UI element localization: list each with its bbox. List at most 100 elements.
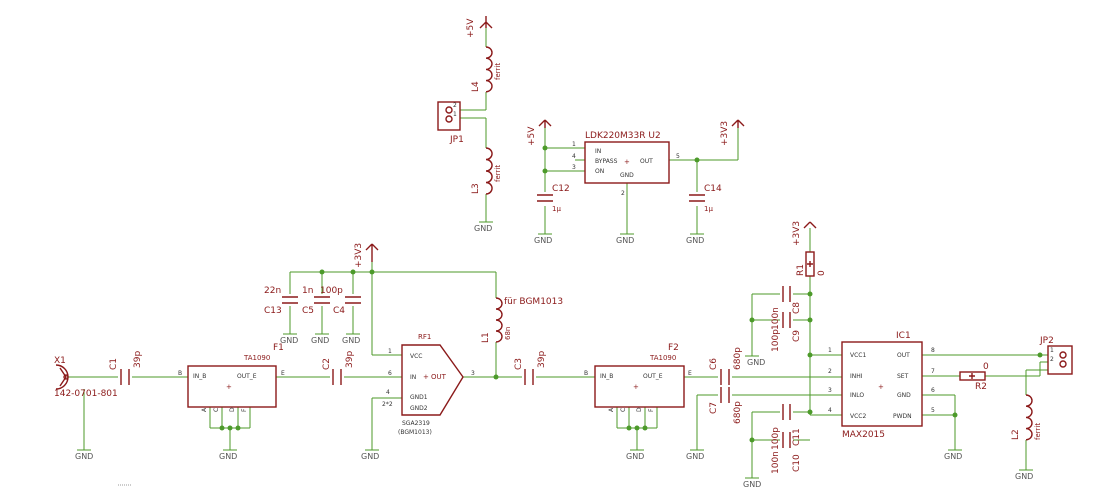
svg-text:+5V: +5V <box>466 18 476 38</box>
svg-text:1: 1 <box>388 348 392 355</box>
svg-text:R1: R1 <box>796 264 806 276</box>
wires <box>68 22 1048 478</box>
connector-x1: X1 142-0701-801 <box>54 356 118 399</box>
svg-text:E: E <box>688 370 692 377</box>
svg-text:+: + <box>226 383 232 391</box>
svg-text:C4: C4 <box>333 306 345 316</box>
svg-text:L1: L1 <box>481 332 491 343</box>
svg-text:1: 1 <box>1050 347 1054 354</box>
svg-text:F: F <box>648 408 655 412</box>
svg-text:TA1090: TA1090 <box>243 354 270 362</box>
svg-text:LDK220M33R U2: LDK220M33R U2 <box>585 131 661 141</box>
svg-text:3: 3 <box>828 387 832 394</box>
svg-text:SET: SET <box>897 373 909 380</box>
svg-text:GND: GND <box>686 236 704 245</box>
svg-text:GND1: GND1 <box>410 394 428 401</box>
svg-text:0: 0 <box>817 270 827 276</box>
svg-text:142-0701-801: 142-0701-801 <box>54 389 118 399</box>
svg-text:INHI: INHI <box>850 373 863 380</box>
svg-text:D: D <box>636 407 643 412</box>
svg-text:C10: C10 <box>792 454 802 472</box>
svg-text:C11: C11 <box>792 428 802 446</box>
svg-text:2: 2 <box>828 368 832 375</box>
svg-text:+: + <box>423 373 429 381</box>
svg-text:GND: GND <box>616 236 634 245</box>
svg-text:L4: L4 <box>471 81 481 92</box>
svg-text:C6: C6 <box>709 358 719 370</box>
svg-text:C13: C13 <box>264 306 282 316</box>
svg-text:D: D <box>229 407 236 412</box>
supply-5v-ldo: +5V <box>527 119 552 146</box>
svg-text:4: 4 <box>828 407 832 414</box>
svg-text:B: B <box>584 370 588 377</box>
svg-text:GND: GND <box>342 336 360 345</box>
capacitor-c8: C8 100n <box>771 286 802 330</box>
svg-text:680p: 680p <box>733 401 743 424</box>
svg-text:+3V3: +3V3 <box>354 243 364 268</box>
capacitor-c12: C12 1µ <box>537 184 570 213</box>
svg-text:OUT: OUT <box>431 373 447 381</box>
svg-text:100p: 100p <box>320 286 343 296</box>
inductor-l3: L3 ferrit <box>471 147 502 195</box>
svg-text:X1: X1 <box>54 356 66 366</box>
svg-text:R2: R2 <box>975 382 987 392</box>
supply-5v-jp1: +5V <box>466 16 493 38</box>
resistor-r1: R1 0 <box>796 251 827 277</box>
svg-text:C14: C14 <box>704 184 722 194</box>
svg-text:TA1090: TA1090 <box>649 354 676 362</box>
capacitor-c6: C6 680p <box>709 347 743 385</box>
svg-text:4: 4 <box>386 389 390 396</box>
inductor-l2: L2 ferrit <box>1011 394 1042 441</box>
svg-text:JP2: JP2 <box>1039 336 1054 346</box>
svg-text:C3: C3 <box>514 358 524 370</box>
svg-text:22n: 22n <box>264 286 281 296</box>
svg-text:GND: GND <box>620 172 634 179</box>
svg-text:B: B <box>178 370 182 377</box>
capacitor-c3: C3 39p <box>514 351 547 385</box>
svg-text:E: E <box>281 370 285 377</box>
capacitor-c4: 100p C4 <box>320 286 361 316</box>
svg-text:GND: GND <box>75 452 93 461</box>
svg-text:IN_B: IN_B <box>600 373 613 380</box>
svg-text:GND: GND <box>944 452 962 461</box>
svg-text:6: 6 <box>931 387 935 394</box>
svg-text:GND: GND <box>474 224 492 233</box>
svg-text:F: F <box>241 408 248 412</box>
svg-text:ferrit: ferrit <box>1034 423 1042 440</box>
svg-text:RF1: RF1 <box>418 333 431 341</box>
svg-text:SGA2319: SGA2319 <box>402 420 430 427</box>
svg-text:ferrit: ferrit <box>494 165 502 182</box>
svg-text:680p: 680p <box>733 347 743 370</box>
svg-text:GND: GND <box>219 452 237 461</box>
svg-text:3: 3 <box>471 370 475 377</box>
svg-text:IN: IN <box>410 374 416 381</box>
svg-text:BYPASS: BYPASS <box>595 158 618 165</box>
svg-text:L2: L2 <box>1011 429 1021 440</box>
svg-text:GND: GND <box>743 480 761 489</box>
filter-f1: F1 TA1090 IN_B OUT_E + B E A C D F <box>178 343 285 412</box>
svg-text:L3: L3 <box>471 183 481 194</box>
svg-text:C7: C7 <box>709 402 719 414</box>
svg-text:GND: GND <box>534 236 552 245</box>
svg-text:MAX2015: MAX2015 <box>842 430 885 440</box>
svg-text:+3V3: +3V3 <box>720 121 730 146</box>
svg-text:+: + <box>633 383 639 391</box>
capacitor-c13: 22n C13 <box>264 286 298 316</box>
svg-text:1µ: 1µ <box>704 205 713 213</box>
svg-text:IN_B: IN_B <box>193 373 206 380</box>
svg-text:C12: C12 <box>552 184 570 194</box>
svg-text:OUT_E: OUT_E <box>643 373 663 380</box>
svg-text:OUT_E: OUT_E <box>237 373 257 380</box>
svg-text:2*2: 2*2 <box>382 401 393 408</box>
svg-text:+: + <box>624 158 630 166</box>
filter-f2: F2 TA1090 IN_B OUT_E + B E A C D F <box>584 343 692 412</box>
ground-symbols: GND GND GND GND GND GND GND GND GND GND … <box>75 221 1034 489</box>
svg-text:100n: 100n <box>771 307 781 330</box>
capacitor-c14: C14 1µ <box>689 184 722 213</box>
svg-text:F1: F1 <box>273 343 284 353</box>
capacitor-c5: 1n C5 <box>302 286 330 316</box>
svg-text:7: 7 <box>931 368 935 375</box>
svg-text:39p: 39p <box>537 351 547 368</box>
svg-text:39p: 39p <box>133 351 143 368</box>
